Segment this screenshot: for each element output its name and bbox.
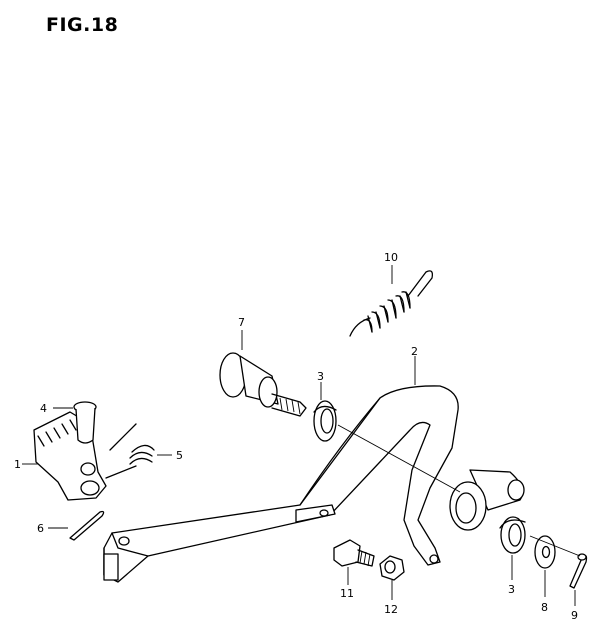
- footpeg-cotter-pin: [69, 510, 105, 541]
- footpeg-spring: [105, 423, 155, 479]
- flat-washer: [534, 535, 556, 569]
- pivot-bolt: [219, 352, 307, 417]
- callout-5: 5: [176, 449, 183, 462]
- callout-1: 1: [14, 458, 21, 471]
- callout-6: 6: [37, 522, 44, 535]
- lock-nut: [379, 555, 405, 581]
- brake-pedal: [103, 385, 525, 583]
- figure-title: FIG.18: [46, 14, 119, 36]
- washer-upper: [313, 400, 337, 442]
- callout-2: 2: [411, 345, 418, 358]
- washer-lower: [499, 516, 526, 554]
- stop-bolt: [333, 539, 375, 567]
- callout-7: 7: [238, 316, 245, 329]
- brake-footpeg: [33, 411, 107, 501]
- callout-11: 11: [340, 587, 354, 600]
- callout-9: 9: [571, 609, 578, 622]
- footpeg-pin: [73, 401, 97, 444]
- callout-8: 8: [541, 601, 548, 614]
- return-spring: [349, 270, 434, 337]
- callout-3-upper: 3: [317, 370, 324, 383]
- leader-lines: [22, 265, 581, 606]
- callout-10: 10: [384, 251, 398, 264]
- cotter-pin: [569, 553, 588, 589]
- callout-4: 4: [40, 402, 47, 415]
- callout-3-lower: 3: [508, 583, 515, 596]
- callout-12: 12: [384, 603, 398, 616]
